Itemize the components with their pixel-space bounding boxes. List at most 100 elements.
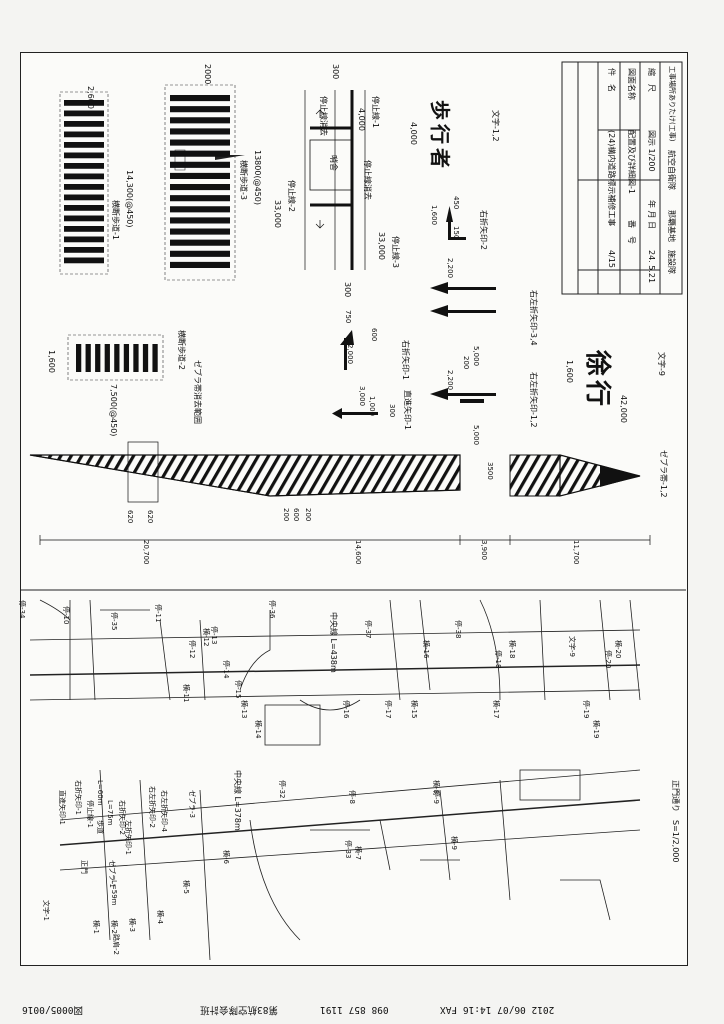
hoko-char-3: 者 xyxy=(428,148,452,168)
map-lower-label: 左折矢印-1 xyxy=(124,820,132,855)
zebra-band xyxy=(29,441,651,545)
crosswalk-3-width: 2000 xyxy=(203,64,212,85)
map-upper-label: 横-17 xyxy=(492,700,500,719)
arrow-dim-2000: 2,000 xyxy=(346,344,354,365)
map-lower-label: 歩道 xyxy=(96,820,104,834)
zebra-dim-20700: 20,700 xyxy=(142,540,150,565)
org-3: 施設隊 xyxy=(667,250,676,274)
crosswalk-stripe xyxy=(85,344,91,372)
map-lower-label: 横-7 xyxy=(354,846,362,860)
map-lower-label: 路肩-2 xyxy=(112,934,120,955)
crosswalk-3-label: 横断歩道-3 xyxy=(239,160,248,200)
arrow-dim-5000b: 5,000 xyxy=(472,425,480,446)
title-row-3-label: 縮 尺 xyxy=(647,68,656,92)
crosswalk-stripe xyxy=(170,250,230,257)
map-upper-label: 停-35 xyxy=(110,612,118,631)
arrow-dim-1000: 1,000 xyxy=(368,396,376,417)
arrow-dim-150: 150 xyxy=(452,226,460,240)
crosswalk-3-stripes xyxy=(170,95,230,268)
map-lower-label: 直進矢印-1 xyxy=(58,790,66,825)
zebra-dim-620b: 620 xyxy=(146,510,154,524)
map-lower-label: 停-8 xyxy=(348,790,356,804)
title-row-2-val: 4/15 xyxy=(607,250,616,268)
map-lower-label: 停-9 xyxy=(432,790,440,804)
map-upper-label: 停-16 xyxy=(342,700,350,719)
map-lower-title: 正門通り S=1/2,000 xyxy=(671,780,680,863)
map-upper-label: 停-14 xyxy=(222,660,230,679)
jokou-char-2: 行 xyxy=(582,380,612,407)
crosswalk-stripe xyxy=(114,344,120,372)
zebra-dim-3900: 3,900 xyxy=(480,540,488,561)
crosswalk-2-dim: 7,500(@450) xyxy=(109,384,118,437)
stop-line-lanes xyxy=(304,90,366,270)
stop-line-dim-300b: 300 xyxy=(343,282,352,298)
map-upper-label: 停-18 xyxy=(494,650,502,669)
stop-line-3-label: 停止線-3 xyxy=(391,236,400,268)
right-turn-2-label: 右折矢印-2 xyxy=(479,210,488,250)
map-upper-label: 停-37 xyxy=(364,620,372,639)
crosswalk-1-label: 横断歩道-1 xyxy=(111,200,120,240)
hoko-dim: 4,000 xyxy=(409,122,418,145)
hoko-label: 文字-1,2 xyxy=(491,110,500,142)
map-lower-label: 右左折矢印-4 xyxy=(160,790,168,832)
crosswalk-stripe xyxy=(64,236,104,243)
arrow-right-turn-1 xyxy=(340,330,354,370)
crosswalk-stripe xyxy=(64,247,104,253)
map-lower-label: 停-32 xyxy=(278,780,286,799)
map-lower-label: 横-9 xyxy=(450,836,458,850)
map-lower-label: 横-3 xyxy=(128,918,136,932)
arrow-dim-5000a: 5,000 xyxy=(472,346,480,367)
crosswalk-stripe xyxy=(64,121,104,127)
left-right-12-label: 右左折矢印-1,2 xyxy=(529,372,538,428)
map-upper-label: 横-15 xyxy=(410,700,418,719)
map-lower-label: 横-2 xyxy=(110,920,118,934)
arrow-dim-750: 750 xyxy=(344,310,352,324)
arrow-left-right-12 xyxy=(430,388,496,403)
road-map-upper xyxy=(29,599,641,746)
stop-line-1-label: 停止線-1 xyxy=(371,96,380,128)
stop-line-dim-33000a: 33,000 xyxy=(273,200,282,228)
arrow-dim-450: 450 xyxy=(452,196,460,210)
crosswalk-stripe xyxy=(64,205,104,211)
zebra-label: ゼブラ帯-1,2 xyxy=(659,450,668,498)
stop-line-dim-4000: 4,000 xyxy=(357,108,366,131)
jokou-dim-2: 42,000 xyxy=(619,395,628,423)
map-lower-label: 停-33 xyxy=(344,840,352,859)
org-2: 那覇基地 xyxy=(667,210,676,242)
hoko-char-2: 行 xyxy=(428,124,452,144)
crosswalk-3-dim: 13800(@450) xyxy=(253,150,262,205)
title-row-3-val: 24. 5.21 xyxy=(647,250,656,284)
stop-line-erase-1: 停止線消去 xyxy=(319,96,328,136)
map-upper-label: 停-12 xyxy=(188,640,196,659)
arrow-dim-3000: 3,000 xyxy=(358,386,366,407)
title-row-3-key: 年 月 日 xyxy=(647,200,656,230)
crosswalk-2-width: 1,600 xyxy=(47,350,56,373)
crosswalk-stripe xyxy=(123,344,130,372)
map-upper-label: 横-18 xyxy=(508,640,516,659)
arrow-dim-1600: 1,600 xyxy=(430,205,438,226)
hoko-char-1: 歩 xyxy=(428,100,452,120)
crosswalk-1 xyxy=(59,91,109,275)
map-upper-label: 停-36 xyxy=(268,600,276,619)
map-upper-label: 停-20 xyxy=(604,650,612,669)
crosswalk-2-stripes xyxy=(76,344,158,372)
map-lower-label: 横-6 xyxy=(222,850,230,864)
zebra-dim-200a: 200 xyxy=(282,508,290,522)
map-lower-label: 横-1 xyxy=(92,920,100,934)
crosswalk-stripe xyxy=(64,100,104,106)
crosswalk-stripe xyxy=(76,344,82,372)
crosswalk-stripe xyxy=(170,228,230,235)
map-lower-label: 文字-1 xyxy=(42,900,50,921)
crosswalk-stripe xyxy=(133,344,139,372)
crosswalk-2 xyxy=(67,334,164,381)
crosswalk-stripe xyxy=(152,344,158,372)
crosswalk-stripe xyxy=(170,261,230,268)
crosswalk-stripe xyxy=(170,150,230,157)
crosswalk-stripe xyxy=(170,106,230,113)
stop-line-erase-2: 停止線消去 xyxy=(363,160,372,200)
arrow-dim-2200a: 2,200 xyxy=(446,258,454,279)
map-upper-label: 停-38 xyxy=(454,620,462,639)
crosswalk-1-dim: 14,300(@450) xyxy=(125,170,134,228)
straight-1-label: 直進矢印-1 xyxy=(403,390,412,430)
title-block xyxy=(561,61,683,295)
